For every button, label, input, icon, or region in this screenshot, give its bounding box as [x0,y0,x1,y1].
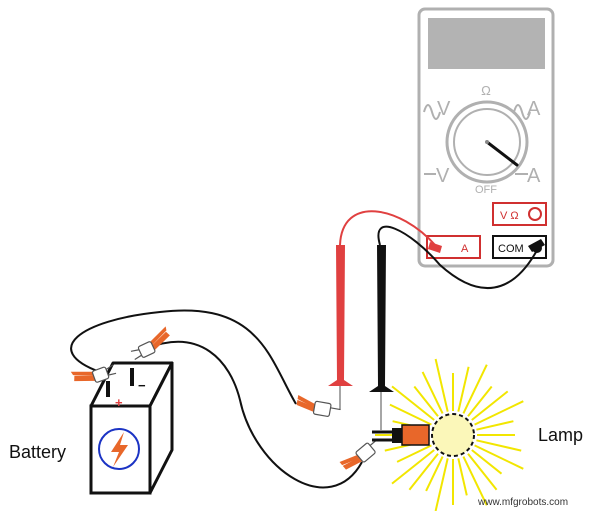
alligator-clip-icon [70,364,117,383]
lamp-glow-ray [471,390,509,421]
dial-dc-amps-label: A [527,165,541,187]
red-lead-plug-icon [428,242,442,253]
battery-label: Battery [9,442,66,462]
black-lead-plug-end [532,243,542,253]
black-test-lead [369,225,545,430]
ac-volts-symbol-icon [423,104,441,120]
battery-positive-wire [70,309,297,405]
lamp-glow-ray [413,385,439,417]
lamp-glow-ray [396,444,432,463]
battery-negative-wire [147,341,363,489]
lamp-bulb-icon [431,413,475,457]
alligator-clip-icon [339,438,379,470]
battery-positive-terminal [106,381,110,397]
amps-jack-label: A [461,243,469,255]
lamp-glow-ray [467,453,498,491]
dial-dc-volts-label: V [436,165,450,187]
alligator-clip-icon [130,326,170,360]
lamp-glow-ray [408,453,439,491]
lamp-glow-ray [474,444,524,470]
lamp-glow-ray [474,400,524,426]
watermark: www.mfgrobots.com [477,497,568,508]
lamp [372,413,475,457]
lamp-glow-ray [467,385,493,417]
lamp-glow-ray [434,358,449,412]
dial-off-label: OFF [475,184,497,196]
volt-ohm-jack-label: V Ω [500,210,519,222]
battery-plus-sign: + [115,395,123,410]
lamp-glow-ray [471,449,503,475]
volt-ohm-jack-socket [528,207,542,221]
lamp-glow-ray [462,364,488,414]
dial-ac-volts-label: V [437,98,451,120]
ac-amps-symbol-icon [513,104,531,120]
lamp-glow-ray [434,458,449,511]
battery: + − [89,361,174,495]
lamp-glow-ray [476,420,514,431]
red-test-lead [328,210,442,410]
lamp-glow-ray [457,458,468,496]
lamp-base-icon [401,424,430,446]
alligator-clip-icon [296,394,341,417]
lamp-glow-ray [391,385,435,421]
lamp-glow-ray [476,439,522,452]
amps-jack[interactable] [426,235,481,259]
red-probe-body [328,245,353,386]
meter-display [428,18,545,69]
lamp-glow-ray [425,456,444,492]
selector-hub [485,140,489,144]
lamp-glow-ray [462,456,488,506]
lightning-bolt-icon [111,432,128,467]
battery-negative-terminal [130,368,134,386]
red-lead-wire [339,210,437,247]
lamp-glow-ray [457,366,470,412]
multimeter: Ω OFF V A V A V Ω A COM [417,7,555,268]
lamp-glow-ray [421,371,444,414]
com-jack-label: COM [498,243,524,255]
com-jack[interactable] [492,235,547,259]
lamp-glow-ray [389,403,432,426]
lamp-socket [392,428,402,443]
black-probe-body [369,245,394,392]
dial-ac-amps-label: A [527,98,541,120]
selector-pointer [485,140,519,167]
lamp-glow-rays [375,358,524,511]
battery-minus-sign: − [138,378,146,393]
black-lead-wire [377,225,537,289]
dial-ohm-label: Ω [481,83,491,98]
lamp-label: Lamp [538,425,583,445]
lamp-glow-ray [391,449,435,485]
